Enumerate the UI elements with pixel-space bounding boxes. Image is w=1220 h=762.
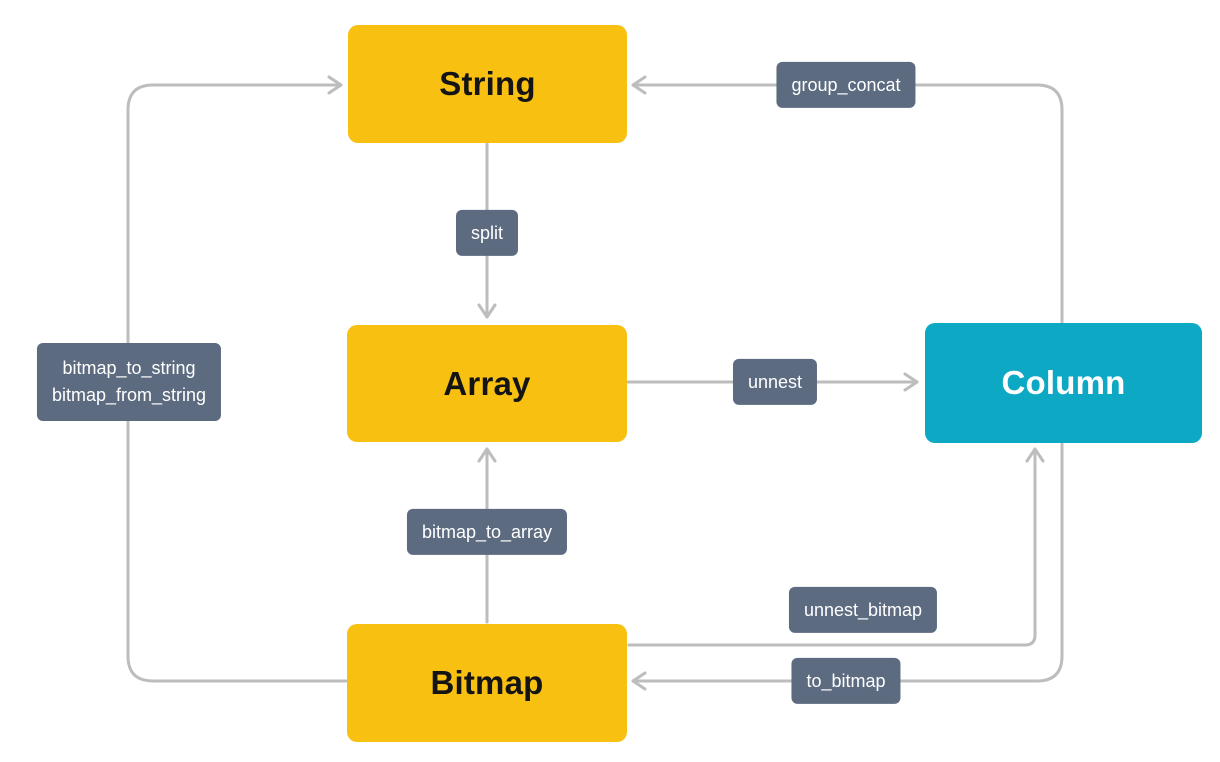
node-bitmap: Bitmap	[347, 624, 627, 742]
node-string-label: String	[439, 65, 536, 102]
edge-label-unnest-bitmap: unnest_bitmap	[788, 586, 938, 634]
node-array-label: Array	[443, 364, 531, 402]
edge-label-bitmap-to-array: bitmap_to_array	[406, 508, 568, 556]
node-string: String	[348, 25, 627, 143]
edge-label-unnest: unnest	[732, 358, 818, 406]
node-bitmap-label: Bitmap	[430, 664, 544, 701]
edge-label-split: split	[455, 209, 519, 257]
edge-label-to-bitmap: to_bitmap	[791, 657, 901, 705]
node-array: Array	[347, 325, 627, 442]
node-column: Column	[925, 323, 1202, 443]
node-column-label: Column	[1001, 364, 1126, 401]
edge-label-bitmap-from-string: bitmap_from_string	[51, 385, 207, 405]
edge-label-bitmap-to-string: bitmap_to_string	[62, 358, 196, 378]
edge-column-to-string	[631, 75, 1064, 324]
edge-label-bitmap-string: bitmap_to_string bitmap_from_string	[36, 343, 222, 421]
edge-label-group-concat: group_concat	[776, 61, 916, 109]
edge-bitmap-to-column	[627, 447, 1045, 647]
edge-column-to-bitmap	[631, 442, 1064, 691]
